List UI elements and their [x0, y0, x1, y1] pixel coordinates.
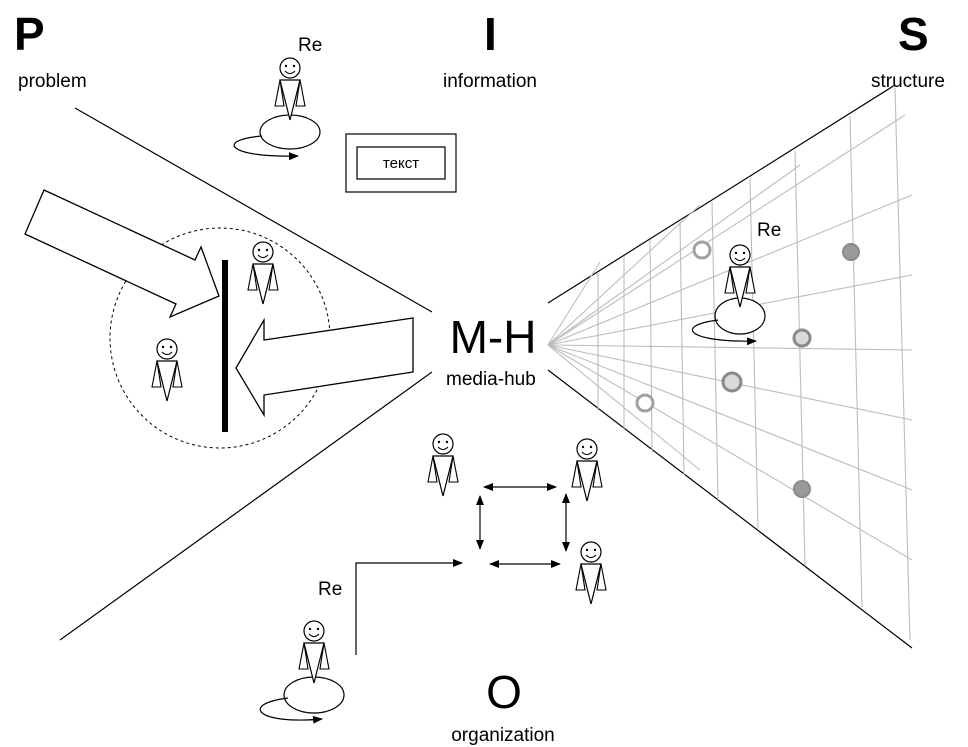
re-connector-arrow — [355, 559, 463, 655]
hub-name: media-hub — [446, 369, 536, 390]
hub-abbreviation: M-H — [450, 311, 537, 363]
corner-letter-p: P — [14, 8, 45, 60]
grid-boundary-top — [547, 84, 896, 304]
grid-dots — [635, 240, 860, 498]
problem-group — [24, 189, 414, 449]
corner-letter-i: I — [484, 8, 497, 60]
arrow-big-icon — [235, 317, 414, 418]
person-icon — [427, 433, 459, 497]
funnel-line-bottom-left — [59, 371, 433, 641]
person-icon — [298, 620, 330, 684]
person-icon — [151, 338, 183, 402]
funnel-line-top-left — [74, 107, 433, 313]
person-icon — [274, 57, 306, 121]
organization-group — [427, 433, 607, 605]
grid-dot — [692, 240, 712, 260]
person-icon — [247, 241, 279, 305]
corner-word-information: information — [443, 71, 537, 92]
grid-dot — [792, 328, 812, 348]
corner-word-organization: organization — [451, 725, 555, 746]
corner-letter-s: S — [898, 8, 929, 60]
text-box: текст — [345, 133, 457, 193]
corner-word-structure: structure — [871, 71, 945, 92]
corner-letter-o: O — [486, 666, 522, 718]
re-label: Re — [318, 579, 342, 600]
corner-word-problem: problem — [18, 71, 87, 92]
re-person-structure: Re — [692, 220, 781, 346]
funnel-lines — [59, 107, 433, 641]
arrow-big-icon — [24, 189, 220, 319]
re-person-organization: Re — [259, 559, 463, 724]
grid-dot — [721, 371, 743, 393]
re-person-information: Re — [233, 35, 322, 161]
text-box-label: текст — [383, 155, 419, 172]
person-icon — [575, 541, 607, 605]
person-icon — [724, 244, 756, 308]
re-label: Re — [757, 220, 781, 241]
re-label: Re — [298, 35, 322, 56]
grid-dot — [842, 243, 860, 261]
structure-grid — [547, 84, 913, 649]
grid-dot — [793, 480, 811, 498]
person-icon — [571, 438, 603, 502]
grid-boundary-bottom — [547, 369, 913, 649]
grid-dot — [635, 393, 655, 413]
